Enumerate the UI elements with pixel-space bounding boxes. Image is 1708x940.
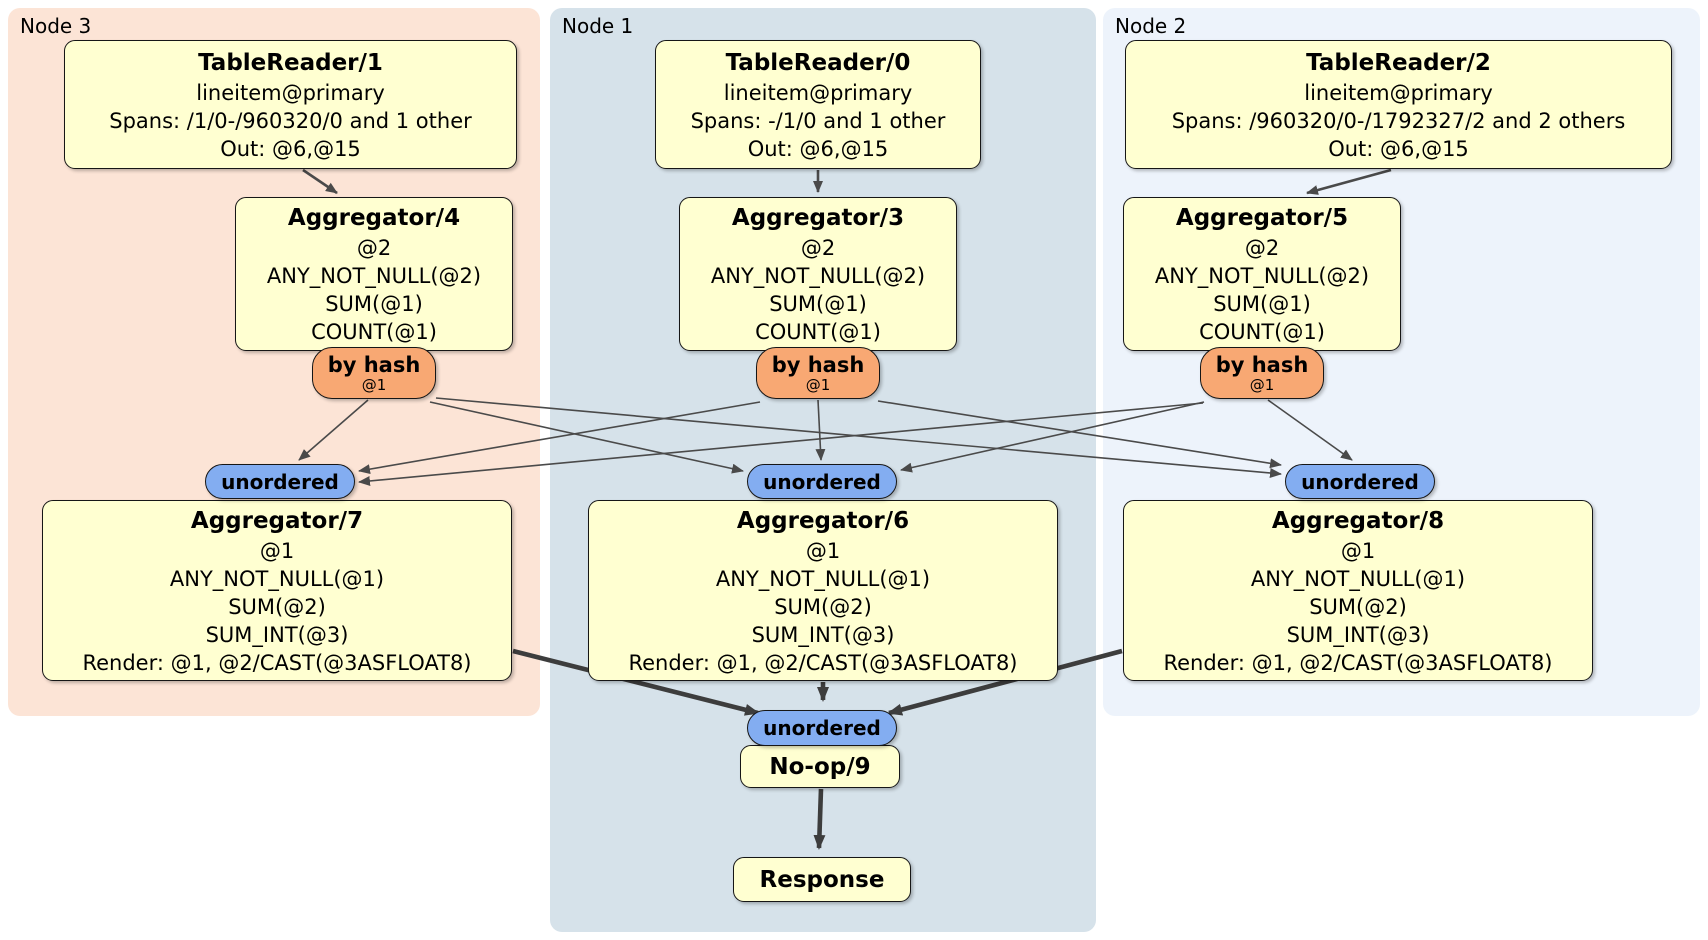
stream-label: unordered bbox=[1301, 469, 1419, 494]
operator-title: TableReader/1 bbox=[198, 49, 383, 76]
operator-title: Aggregator/5 bbox=[1175, 205, 1349, 231]
tablereader-1-box: TableReader/1 lineitem@primary Spans: /1… bbox=[64, 40, 517, 169]
operator-line: Out: @6,@15 bbox=[1328, 136, 1469, 161]
operator-line: SUM(@2) bbox=[774, 594, 872, 619]
aggregator-5-box: Aggregator/5 @2 ANY_NOT_NULL(@2) SUM(@1)… bbox=[1123, 197, 1401, 351]
tablereader-0-box: TableReader/0 lineitem@primary Spans: -/… bbox=[655, 40, 981, 169]
operator-line: ANY_NOT_NULL(@1) bbox=[169, 566, 385, 591]
operator-line: SUM(@2) bbox=[228, 594, 326, 619]
operator-title: Aggregator/8 bbox=[1271, 507, 1445, 534]
group-node2-label: Node 2 bbox=[1115, 14, 1187, 38]
operator-line: ANY_NOT_NULL(@1) bbox=[1250, 566, 1466, 591]
operator-line: lineitem@primary bbox=[723, 80, 913, 105]
operator-line: @2 bbox=[356, 236, 392, 260]
router-key: @1 bbox=[805, 375, 831, 394]
operator-line: COUNT(@1) bbox=[311, 320, 437, 344]
router-key: @1 bbox=[361, 375, 387, 394]
tablereader-2-box: TableReader/2 lineitem@primary Spans: /9… bbox=[1125, 40, 1672, 169]
router-key: @1 bbox=[1249, 375, 1275, 394]
group-node3-label: Node 3 bbox=[20, 14, 92, 38]
aggregator-4-box: Aggregator/4 @2 ANY_NOT_NULL(@2) SUM(@1)… bbox=[235, 197, 513, 351]
operator-line: @1 bbox=[1340, 538, 1376, 563]
stream-label: unordered bbox=[763, 716, 881, 740]
operator-line: Spans: /960320/0-/1792327/2 and 2 others bbox=[1171, 108, 1626, 133]
operator-line: SUM(@1) bbox=[1213, 292, 1311, 316]
operator-title: Aggregator/3 bbox=[731, 205, 905, 231]
operator-line: Spans: /1/0-/960320/0 and 1 other bbox=[109, 108, 472, 133]
operator-line: ANY_NOT_NULL(@2) bbox=[1154, 264, 1370, 288]
operator-line: SUM(@2) bbox=[1309, 594, 1407, 619]
operator-line: SUM_INT(@3) bbox=[751, 622, 895, 647]
by-hash-router-center: by hash @1 bbox=[756, 347, 880, 399]
router-label: by hash bbox=[771, 352, 865, 377]
operator-title: TableReader/0 bbox=[725, 49, 911, 76]
operator-line: ANY_NOT_NULL(@2) bbox=[710, 264, 926, 288]
operator-line: SUM(@1) bbox=[325, 292, 423, 316]
operator-line: Render: @1, @2/CAST(@3ASFLOAT8) bbox=[82, 650, 472, 675]
operator-line: @2 bbox=[800, 236, 836, 260]
operator-line: @1 bbox=[259, 538, 295, 563]
operator-line: COUNT(@1) bbox=[1199, 320, 1325, 344]
operator-title: Response bbox=[759, 866, 885, 893]
operator-line: COUNT(@1) bbox=[755, 320, 881, 344]
by-hash-router-left: by hash @1 bbox=[312, 347, 436, 399]
aggregator-3-box: Aggregator/3 @2 ANY_NOT_NULL(@2) SUM(@1)… bbox=[679, 197, 957, 351]
operator-line: Render: @1, @2/CAST(@3ASFLOAT8) bbox=[1163, 650, 1553, 675]
router-label: by hash bbox=[327, 352, 421, 377]
operator-title: No-op/9 bbox=[769, 753, 871, 780]
operator-line: SUM_INT(@3) bbox=[205, 622, 349, 647]
operator-line: ANY_NOT_NULL(@2) bbox=[266, 264, 482, 288]
operator-line: Render: @1, @2/CAST(@3ASFLOAT8) bbox=[628, 650, 1018, 675]
operator-line: lineitem@primary bbox=[1304, 80, 1493, 105]
operator-line: Out: @6,@15 bbox=[747, 136, 889, 161]
stream-label: unordered bbox=[763, 469, 881, 494]
stream-label: unordered bbox=[221, 469, 339, 494]
unordered-stream-final: unordered bbox=[747, 710, 897, 746]
noop-9-box: No-op/9 bbox=[740, 745, 900, 788]
unordered-stream-center: unordered bbox=[747, 464, 897, 499]
operator-line: Out: @6,@15 bbox=[220, 136, 361, 161]
aggregator-8-box: Aggregator/8 @1 ANY_NOT_NULL(@1) SUM(@2)… bbox=[1123, 500, 1593, 681]
router-label: by hash bbox=[1215, 352, 1309, 377]
operator-line: ANY_NOT_NULL(@1) bbox=[715, 566, 931, 591]
operator-line: lineitem@primary bbox=[196, 80, 385, 105]
operator-title: Aggregator/6 bbox=[736, 507, 910, 534]
operator-line: @2 bbox=[1244, 236, 1280, 260]
group-node1-label: Node 1 bbox=[562, 14, 634, 38]
unordered-stream-left: unordered bbox=[205, 464, 355, 499]
operator-title: TableReader/2 bbox=[1306, 49, 1491, 76]
operator-title: Aggregator/4 bbox=[287, 205, 461, 231]
operator-line: Spans: -/1/0 and 1 other bbox=[690, 108, 946, 133]
by-hash-router-right: by hash @1 bbox=[1200, 347, 1324, 399]
operator-line: SUM_INT(@3) bbox=[1286, 622, 1430, 647]
operator-line: @1 bbox=[805, 538, 841, 563]
operator-title: Aggregator/7 bbox=[190, 507, 364, 534]
aggregator-7-box: Aggregator/7 @1 ANY_NOT_NULL(@1) SUM(@2)… bbox=[42, 500, 512, 681]
unordered-stream-right: unordered bbox=[1285, 464, 1435, 499]
operator-line: SUM(@1) bbox=[769, 292, 867, 316]
aggregator-6-box: Aggregator/6 @1 ANY_NOT_NULL(@1) SUM(@2)… bbox=[588, 500, 1058, 681]
response-box: Response bbox=[733, 857, 911, 902]
